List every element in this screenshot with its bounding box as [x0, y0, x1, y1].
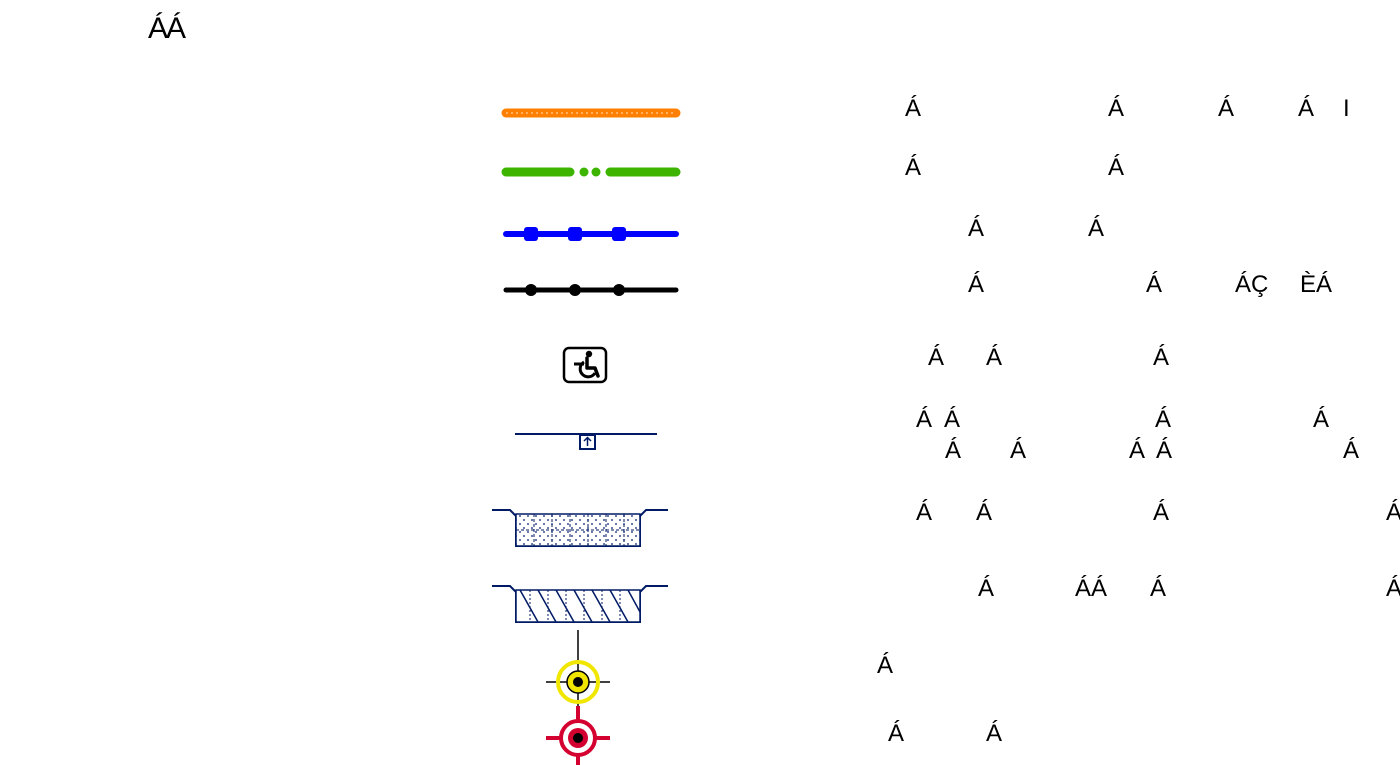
line-with-small-box-symbol	[515, 433, 657, 450]
row6-text-3: Á	[1155, 406, 1172, 433]
row3-text-1: Á	[968, 215, 985, 242]
row7-text-4: Á	[1386, 499, 1400, 526]
red-target-icon	[546, 706, 610, 765]
row4-text-4: ÈÁ	[1300, 271, 1333, 298]
row2-text-2: Á	[1108, 154, 1125, 181]
row1-text-4: Á	[1298, 95, 1315, 122]
row1-text-3: Á	[1218, 95, 1235, 122]
green-dash-dot-line-symbol	[501, 167, 681, 177]
blue-square-marker-line-symbol	[503, 227, 679, 241]
row8-text-2: ÁÁ	[1075, 575, 1108, 602]
row6-text-9: Á	[1343, 437, 1360, 464]
row4-text-2: Á	[1146, 271, 1163, 298]
row10-text-2: Á	[986, 720, 1003, 747]
legend-title: ÁÁ	[148, 12, 186, 45]
row10-text-1: Á	[888, 720, 905, 747]
orange-dotted-line-symbol	[501, 108, 681, 118]
row4-text-3: ÁÇ	[1235, 271, 1269, 298]
row1-text-1: Á	[905, 95, 922, 122]
row8-text-3: Á	[1150, 575, 1167, 602]
row5-text-3: Á	[1153, 344, 1170, 371]
channel-hatched-fill-symbol	[492, 585, 668, 623]
row1-text-5: I	[1343, 95, 1350, 122]
row7-text-3: Á	[1153, 499, 1170, 526]
row7-text-1: Á	[916, 499, 933, 526]
yellow-target-icon	[546, 630, 610, 710]
row6-text-2: Á	[944, 406, 961, 433]
row6-text-1: Á	[916, 406, 933, 433]
channel-dotted-fill-symbol	[492, 509, 668, 547]
row4-text-1: Á	[968, 271, 985, 298]
black-dot-marker-line-symbol	[503, 284, 679, 296]
row6-text-7: Á	[1129, 437, 1146, 464]
row9-text-1: Á	[877, 652, 894, 679]
row5-text-1: Á	[928, 344, 945, 371]
row7-text-2: Á	[976, 499, 993, 526]
row6-text-8: Á	[1156, 437, 1173, 464]
wheelchair-icon	[562, 346, 608, 384]
row5-text-2: Á	[986, 344, 1003, 371]
row2-text-1: Á	[905, 154, 922, 181]
row8-text-1: Á	[978, 575, 995, 602]
row8-text-4: Á	[1386, 575, 1400, 602]
row6-text-5: Á	[945, 437, 962, 464]
row6-text-4: Á	[1313, 406, 1330, 433]
row6-text-6: Á	[1010, 437, 1027, 464]
row3-text-2: Á	[1088, 215, 1105, 242]
row1-text-2: Á	[1108, 95, 1125, 122]
